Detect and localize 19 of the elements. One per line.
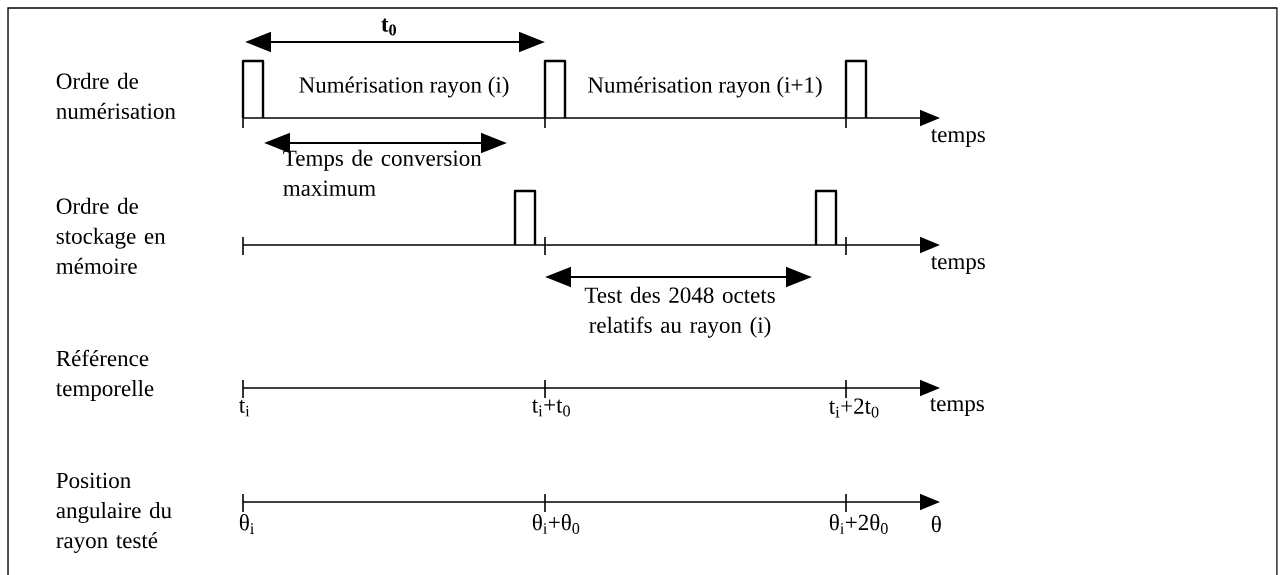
tick-label: t$_{i}$ — [239, 399, 250, 417]
tick-label: t$_{i}$+2t$_{0}$ — [829, 398, 879, 418]
row-label: Ordre de numérisation — [56, 72, 176, 119]
phase-label: Numérisation rayon (i) — [299, 76, 509, 98]
axis-label: temps — [931, 256, 985, 274]
dimension-label: Test des 2048 octets relatifs au rayon (i) — [584, 286, 775, 338]
tick-label: θ$_{i}$ — [239, 514, 254, 534]
tick-label: t$_{i}$+t$_{0}$ — [532, 399, 570, 417]
row-label: Référence temporelle — [56, 349, 154, 401]
tick-label: θ$_{i}$+2θ$_{0}$ — [829, 514, 888, 534]
axis-label: θ — [931, 515, 941, 533]
row-label: Position angulaire du rayon testé — [56, 472, 172, 553]
row-label: Ordre de stockage en mémoire — [56, 197, 166, 274]
tick-label: θ$_{i}$+θ$_{0}$ — [532, 514, 580, 534]
phase-label: Numérisation rayon (i+1) — [588, 76, 822, 98]
axis-label: temps — [931, 129, 985, 147]
dimension-label: Temps de conversion maximum — [283, 149, 482, 196]
axis-label: temps — [930, 398, 984, 416]
dimension-label: t$_{0}$ — [381, 18, 396, 36]
